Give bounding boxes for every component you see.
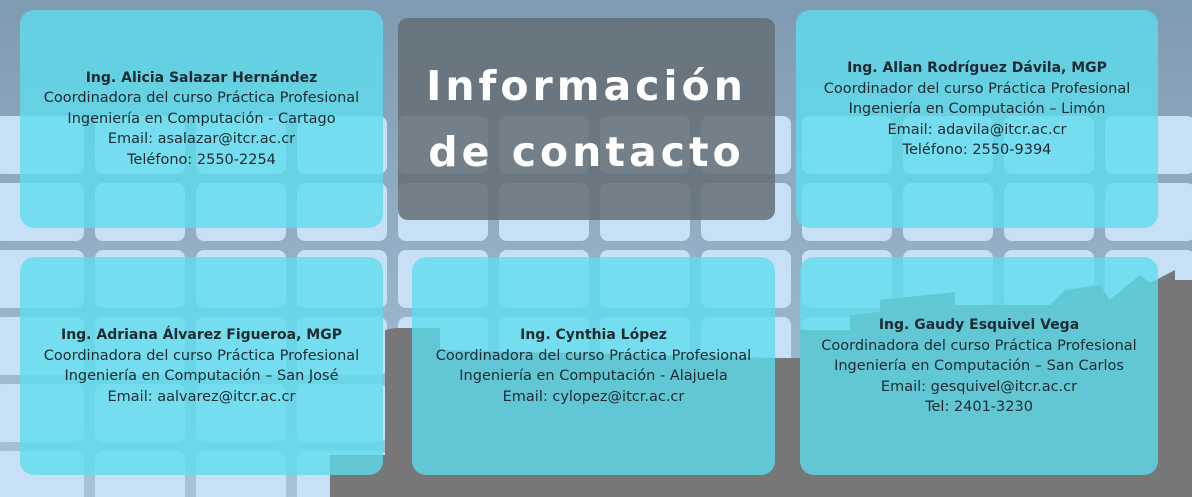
contact-phone: Tel: 2401-3230: [925, 399, 1033, 415]
contact-role: Coordinadora del curso Práctica Profesio…: [435, 347, 752, 364]
contact-role: Coordinadora del curso Práctica Profesio…: [43, 90, 360, 107]
contact-phone: Teléfono: 2550-2254: [127, 151, 276, 168]
contact-name: Ing. Allan Rodríguez Dávila, MGP: [847, 60, 1107, 76]
contact-name: Ing. Cynthia López: [520, 327, 667, 343]
contact-campus: Ingeniería en Computación – Limón: [848, 101, 1106, 117]
contact-email[interactable]: Email: adavila@itcr.ac.cr: [887, 121, 1067, 138]
contact-name: Ing. Gaudy Esquivel Vega: [878, 317, 1080, 333]
contact-campus: Ingeniería en Computación – San Carlos: [834, 358, 1124, 374]
contact-email[interactable]: Email: asalazar@itcr.ac.cr: [107, 131, 296, 148]
title-line-2: de contacto: [428, 128, 745, 176]
contact-email[interactable]: Email: cylopez@itcr.ac.cr: [502, 388, 685, 405]
contact-name: Ing. Adriana Álvarez Figueroa, MGP: [60, 327, 342, 343]
contact-email[interactable]: Email: aalvarez@itcr.ac.cr: [107, 388, 296, 405]
contact-name: Ing. Alicia Salazar Hernández: [85, 69, 318, 86]
contact-card-limon: Ing. Allan Rodríguez Dávila, MGP Coordin…: [796, 10, 1158, 228]
contact-card-san-carlos: Ing. Gaudy Esquivel Vega Coordinadora de…: [800, 257, 1158, 475]
contact-role: Coordinadora del curso Práctica Profesio…: [43, 347, 360, 364]
page-title: Información de contacto: [398, 18, 775, 220]
contact-campus: Ingeniería en Computación - Cartago: [67, 110, 336, 127]
contact-role: Coordinadora del curso Práctica Profesio…: [821, 337, 1137, 354]
contact-card-alajuela: Ing. Cynthia López Coordinadora del curs…: [412, 257, 775, 475]
title-line-1: Información: [426, 62, 747, 110]
contact-phone: Teléfono: 2550-9394: [902, 142, 1052, 158]
contact-role: Coordinador del curso Práctica Profesion…: [823, 80, 1131, 97]
contact-campus: Ingeniería en Computación - Alajuela: [459, 368, 728, 384]
contact-campus: Ingeniería en Computación – San José: [64, 368, 339, 384]
contact-card-san-jose: Ing. Adriana Álvarez Figueroa, MGP Coord…: [20, 257, 383, 475]
contact-email[interactable]: Email: gesquivel@itcr.ac.cr: [880, 378, 1078, 395]
contact-card-cartago: Ing. Alicia Salazar Hernández Coordinado…: [20, 10, 383, 228]
